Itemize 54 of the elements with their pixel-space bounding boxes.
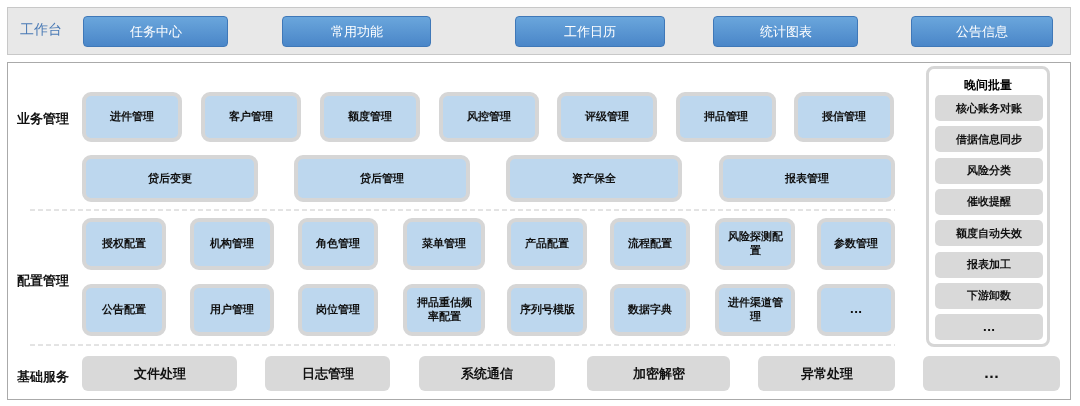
- module-box: 菜单管理: [403, 218, 485, 270]
- section-heading: 工作台: [20, 21, 62, 39]
- service-box: 异常处理: [758, 356, 895, 391]
- batch-item-box: 下游卸数: [935, 282, 1043, 309]
- toolbar-band: [7, 7, 1071, 55]
- module-box: 进件管理: [82, 92, 182, 142]
- module-box: 评级管理: [557, 92, 657, 142]
- module-box: 机构管理: [190, 218, 274, 270]
- module-box: 进件渠道管理: [715, 284, 795, 336]
- main-panel: [7, 62, 1071, 400]
- section-label: 业务管理: [17, 110, 69, 128]
- module-box: 风险探测配置: [715, 218, 795, 270]
- module-box: 授权配置: [82, 218, 166, 270]
- module-box: 公告配置: [82, 284, 166, 336]
- menu-button: 常用功能: [282, 16, 431, 47]
- module-box: 押品重估频率配置: [403, 284, 485, 336]
- module-box: 额度管理: [320, 92, 420, 142]
- batch-item-box: 风险分类: [935, 157, 1043, 184]
- module-box: 序列号模版: [507, 284, 587, 336]
- module-box: ...: [817, 284, 895, 336]
- service-box: 文件处理: [82, 356, 237, 391]
- menu-button: 公告信息: [911, 16, 1053, 47]
- module-box: 岗位管理: [298, 284, 378, 336]
- section-label: 基础服务: [17, 368, 69, 386]
- module-box: 报表管理: [719, 155, 895, 202]
- menu-button: 工作日历: [515, 16, 665, 47]
- service-box: 日志管理: [265, 356, 390, 391]
- batch-item-box: 核心账务对账: [935, 95, 1043, 121]
- module-box: 贷后变更: [82, 155, 258, 202]
- module-box: 资产保全: [506, 155, 682, 202]
- batch-item-box: 报表加工: [935, 251, 1043, 278]
- batch-item-box: 借据信息同步: [935, 126, 1043, 153]
- menu-button: 统计图表: [713, 16, 858, 47]
- module-box: 流程配置: [610, 218, 690, 270]
- module-box: 产品配置: [507, 218, 587, 270]
- module-box: 押品管理: [676, 92, 776, 142]
- module-box: 客户管理: [201, 92, 301, 142]
- batch-item-box: 额度自动失效: [935, 220, 1043, 247]
- batch-item-box: ...: [935, 314, 1043, 341]
- batch-item-box: 催收提醒: [935, 188, 1043, 215]
- module-box: 数据字典: [610, 284, 690, 336]
- module-box: 用户管理: [190, 284, 274, 336]
- section-label: 配置管理: [17, 272, 69, 290]
- batch-panel: [926, 66, 1050, 347]
- module-box: 贷后管理: [294, 155, 470, 202]
- menu-button: 任务中心: [83, 16, 228, 47]
- module-box: 角色管理: [298, 218, 378, 270]
- module-box: 风控管理: [439, 92, 539, 142]
- module-box: 参数管理: [817, 218, 895, 270]
- module-box: 授信管理: [794, 92, 894, 142]
- service-box: 系统通信: [419, 356, 555, 391]
- section-heading: 晚间批量: [964, 77, 1012, 94]
- service-box: 加密解密: [587, 356, 730, 391]
- service-box: ...: [923, 356, 1060, 391]
